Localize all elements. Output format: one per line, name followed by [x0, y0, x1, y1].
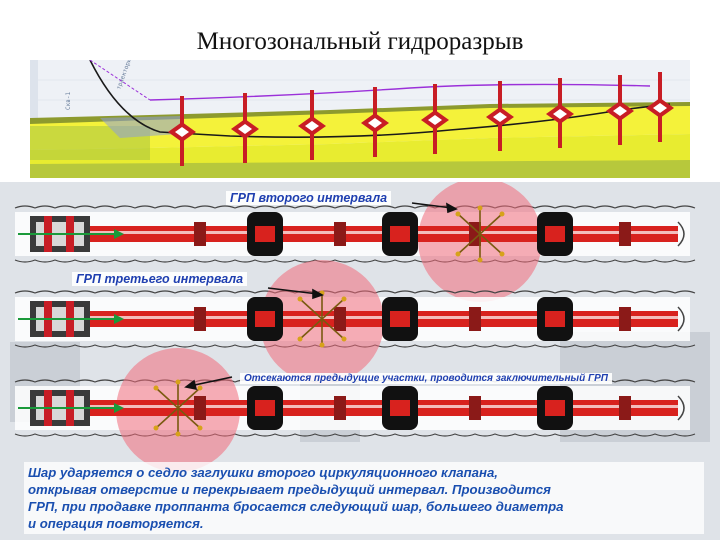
- frac-stage-marker: [646, 72, 674, 142]
- svg-text:Скв-1: Скв-1: [65, 92, 72, 110]
- lower-layer: [30, 134, 690, 168]
- frac-stage-marker: [546, 78, 574, 148]
- label-second-interval: ГРП второго интервала: [226, 191, 392, 205]
- label-third-interval: ГРП третьего интервала: [72, 272, 248, 286]
- description-line: ГРП, при продавке проппанта бросается сл…: [28, 499, 564, 514]
- description-line: Шар ударяется о седло заглушки второго ц…: [28, 465, 498, 480]
- tool-stage-row: [14, 182, 696, 302]
- frac-stage-marker: [421, 84, 449, 154]
- well-profile-graphic: Скв-1 траектория: [30, 60, 690, 178]
- frac-stage-marker: [361, 87, 389, 157]
- frac-stage-marker: [298, 90, 326, 160]
- frac-stage-marker: [231, 93, 259, 163]
- frac-stage-marker: [486, 81, 514, 151]
- label-final-stage: Отсекаются предыдущие участки, проводитс…: [240, 373, 612, 384]
- description-line: и операция повторяется.: [28, 516, 204, 531]
- tool-stage-row: [14, 260, 696, 384]
- description-line: открывая отверстие и перекрывает предыду…: [28, 482, 551, 497]
- well-cross-section: Скв-1 траектория: [30, 60, 690, 178]
- upper-layer: [30, 104, 690, 150]
- frac-stage-marker: [606, 75, 634, 145]
- page-title: Многозональный гидроразрыв: [196, 28, 524, 55]
- green-band: [30, 160, 690, 178]
- process-description: Шар ударяется о седло заглушки второго ц…: [24, 462, 704, 534]
- trajectory-line: [149, 83, 651, 101]
- frac-stage-marker: [168, 96, 196, 166]
- thin-olive-layer: [30, 102, 690, 124]
